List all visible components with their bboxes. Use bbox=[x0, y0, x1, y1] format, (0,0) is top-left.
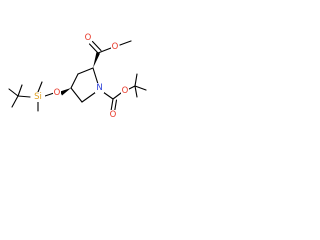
bond-silicon-methyl-up bbox=[37, 81, 43, 93]
atom-labels: Si O N O O O O bbox=[31, 33, 129, 120]
bond-ester-carbonyl-double-a bbox=[88, 43, 99, 54]
bond-c2-ester-wedge bbox=[93, 52, 100, 68]
ester-alkoxy-oxygen-label: O bbox=[112, 42, 119, 52]
bond-alkoxy-oxygen-to-methyl bbox=[119, 40, 132, 46]
bond-ester-to-alkoxy-oxygen bbox=[97, 47, 112, 54]
ether-oxygen-label: O bbox=[54, 88, 61, 98]
bond-boc-carbonyl-double-a bbox=[110, 98, 114, 112]
atom-nitrogen: N bbox=[95, 83, 104, 93]
bond-c4-oxygen-wedge bbox=[60, 88, 71, 96]
nitrogen-label: N bbox=[96, 83, 102, 93]
bond-ring-n-c5 bbox=[81, 91, 97, 103]
ester-carbonyl-oxygen-label: O bbox=[85, 33, 92, 43]
atom-ester-alkoxy-oxygen: O bbox=[111, 42, 119, 52]
bond-boc-carbonyl-to-oxygen bbox=[112, 92, 122, 100]
bond-boc-tbu-right bbox=[134, 85, 147, 91]
bond-boc-tbu-down bbox=[134, 85, 138, 98]
atom-silicon: Si bbox=[31, 92, 45, 102]
bond-tbu-quaternary-up-right bbox=[17, 84, 23, 97]
bond-ring-c5-c4 bbox=[70, 87, 83, 103]
boc-carbonyl-oxygen-label: O bbox=[110, 110, 117, 120]
atom-boc-carbonyl-oxygen: O bbox=[109, 110, 117, 120]
atom-ester-carbonyl-oxygen: O bbox=[84, 33, 92, 43]
bond-boc-oxygen-to-quaternary bbox=[128, 85, 136, 90]
methyl-ester-group bbox=[88, 40, 132, 54]
bond-tbu-quaternary-down-left bbox=[11, 95, 19, 108]
bond-ring-c3-c2 bbox=[77, 67, 94, 75]
silicon-label: Si bbox=[34, 92, 42, 102]
bond-ring-c2-n bbox=[92, 67, 99, 85]
boc-alkoxy-oxygen-label: O bbox=[122, 86, 129, 96]
atom-boc-alkoxy-oxygen: O bbox=[121, 86, 129, 96]
molecule-structure: Si O N O O O O bbox=[8, 33, 147, 120]
tert-butyl-silyl-group bbox=[8, 81, 55, 112]
bond-tbu-quaternary-up-left bbox=[8, 88, 19, 97]
bond-boc-tbu-up bbox=[134, 73, 138, 87]
bond-tbu-to-silicon bbox=[17, 95, 31, 98]
bond-ring-c4-c3 bbox=[70, 73, 79, 89]
bond-silicon-to-oxygen bbox=[44, 92, 55, 97]
bond-n-to-boc-carbonyl bbox=[102, 91, 114, 100]
atom-ether-oxygen: O bbox=[53, 88, 61, 98]
pyrrolidine-ring bbox=[60, 52, 100, 103]
bond-ester-carbonyl-double-b bbox=[91, 40, 102, 52]
